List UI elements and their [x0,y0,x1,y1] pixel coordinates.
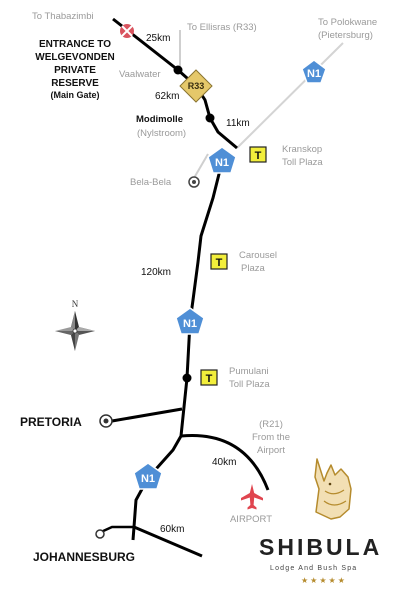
svg-text:N1: N1 [183,318,197,330]
rhino-head-icon [314,458,352,520]
vaalwater-dot [173,65,183,75]
svg-text:T: T [206,373,213,385]
bela-bela-marker-icon [188,176,200,188]
n1-shield-midway: N1 [175,307,205,335]
distance-25km: 25km [146,33,170,44]
label-carousel-plaza: Plaza [241,263,265,274]
r33-route-badge: R33 [179,69,213,103]
label-to-ellisras: To Ellisras (R33) [187,22,257,33]
label-carousel: Carousel [239,250,277,261]
label-pretoria: PRETORIA [20,415,82,429]
label-modimolle: Modimolle [136,114,183,125]
label-r21: (R21) [259,419,283,430]
entrance-marker-icon [120,24,134,38]
label-airport: AIRPORT [230,514,272,525]
svg-text:N1: N1 [141,473,155,485]
label-kranskop-toll: Toll Plaza [282,157,323,168]
road-johannesburg-west [100,525,134,534]
distance-60km: 60km [160,524,184,535]
svg-text:PRIVATE: PRIVATE [54,65,96,76]
airport-plane-icon [241,484,263,510]
road-johannesburg-east [133,525,203,558]
road-r21-airport [180,433,270,491]
svg-text:ENTRANCE TO: ENTRANCE TO [39,39,111,50]
road-to-pretoria [111,407,183,423]
label-vaalwater: Vaalwater [119,69,161,80]
compass-rose-icon [55,311,95,351]
label-to-thabazimbi: To Thabazimbi [32,11,94,22]
svg-text:RESERVE: RESERVE [51,78,99,89]
logo-stars: ★★★★★ [301,576,347,585]
distance-120km: 120km [141,267,171,278]
label-to-polokwane: To Polokwane [318,17,377,28]
label-pumulani-toll: Toll Plaza [229,379,270,390]
label-kranskop: Kranskop [282,144,322,155]
svg-text:N1: N1 [307,68,321,80]
label-nylstroom: (Nylstroom) [137,128,186,139]
label-airport-r21: Airport [257,445,285,456]
toll-carousel-icon: T [210,253,228,270]
road-to-bela-bela [193,153,209,179]
logo-tagline: Lodge And Bush Spa [270,565,357,572]
n1-shield-polokwane: N1 [301,59,327,84]
pumulani-dot [182,373,192,383]
johannesburg-marker-icon [95,529,105,539]
n1-shield-kranskop: N1 [207,146,237,174]
svg-text:N1: N1 [215,157,229,169]
distance-40km: 40km [212,457,236,468]
compass-north-label: N [72,299,79,309]
pretoria-marker-icon [99,414,113,428]
label-pietersburg: (Pietersburg) [318,30,373,41]
distance-62km: 62km [155,91,179,102]
svg-text:WELGEVONDEN: WELGEVONDEN [35,52,114,63]
svg-text:R33: R33 [188,81,205,91]
label-johannesburg: JOHANNESBURG [33,550,135,564]
road-to-polokwane [236,42,344,149]
entrance-label: ENTRANCE TO WELGEVONDEN PRIVATE RESERVE … [35,39,114,100]
logo-wordmark: SHIBULA [259,534,382,560]
label-from-the: From the [252,432,290,443]
label-bela-bela: Bela-Bela [130,177,172,188]
toll-pumulani-icon: T [200,369,218,386]
toll-kranskop-icon: T [249,146,267,163]
label-pumulani: Pumulani [229,366,269,377]
modimolle-dot [205,113,215,123]
n1-shield-south: N1 [133,462,163,490]
svg-text:T: T [255,150,262,162]
shibula-logo: SHIBULA Lodge And Bush Spa ★★★★★ [259,458,382,585]
distance-11km: 11km [226,118,250,129]
svg-text:(Main Gate): (Main Gate) [50,90,99,100]
svg-text:T: T [216,257,223,269]
